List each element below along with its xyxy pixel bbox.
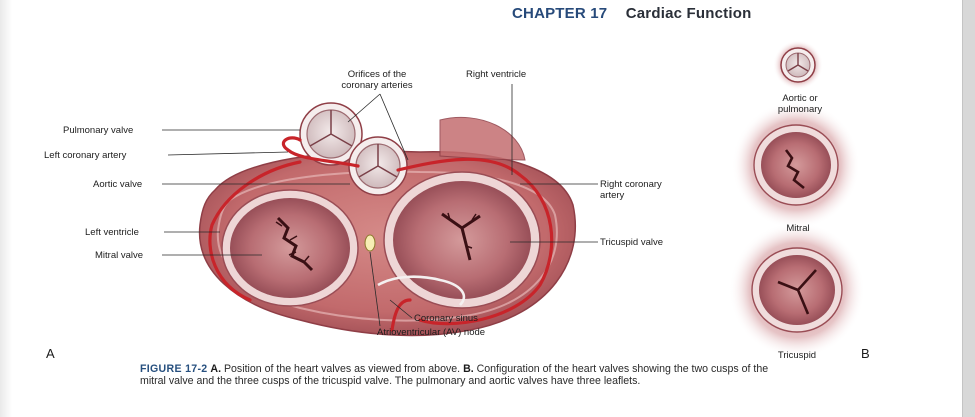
running-header: CHAPTER 17 Cardiac Function [512,5,751,22]
page-gutter-shadow [0,0,12,417]
valve-tricuspid-b [729,222,865,358]
coronary-sinus-vessel [377,275,466,306]
label-right-coronary-line1: Right coronary [600,179,662,190]
av-node [364,234,376,252]
label-tricuspid-b: Tricuspid [777,350,817,361]
label-orifices-coronary: Orifices of the coronary arteries [322,69,432,91]
label-av-node: Atrioventricular (AV) node [377,327,486,338]
caption-text-b: Configuration of the heart valves showin… [140,363,769,387]
tricuspid-valve-a [383,171,541,309]
mitral-valve-a [221,189,359,307]
caption-part-b: B. [463,363,474,375]
page-scroll-edge [962,0,975,417]
aortic-valve-a [348,136,408,196]
label-right-coronary-line2: artery [600,190,625,201]
coronary-arteries [208,136,554,332]
label-aortic-or-pulmonary: Aortic or pulmonary [755,93,845,115]
panel-letter-b: B [861,346,870,361]
label-right-ventricle: Right ventricle [466,69,527,80]
chapter-number: CHAPTER 17 [512,5,608,22]
label-coronary-sinus: Coronary sinus [414,313,478,324]
panel-letter-a: A [46,346,55,361]
label-right-coronary-artery: Right coronary artery [600,179,662,201]
valve-aortic-pulmonary-b [773,40,823,90]
label-mitral-b: Mitral [786,223,810,234]
label-tricuspid-valve: Tricuspid valve [600,237,664,248]
label-left-coronary-artery: Left coronary artery [44,150,127,161]
label-mitral-valve: Mitral valve [95,250,144,261]
pulmonary-valve-a [299,102,363,166]
leader-lines-a [162,84,598,327]
caption-part-a: A. [210,363,222,375]
label-orifices-line1: Orifices of the [347,69,407,80]
valve-mitral-b [732,101,860,229]
label-orifices-line2: coronary arteries [341,80,413,91]
label-left-ventricle: Left ventricle [85,227,139,238]
label-pulmonary-valve: Pulmonary valve [63,125,134,136]
label-aortic-line2: pulmonary [777,104,823,115]
chapter-title: Cardiac Function [625,5,752,22]
label-aortic-valve: Aortic valve [93,179,143,190]
label-aortic-line1: Aortic or [782,93,818,104]
figure-caption: FIGURE 17-2 A. Position of the heart val… [140,363,780,387]
caption-text-a: Position of the heart valves as viewed f… [223,363,461,375]
heart-cross-section [198,102,577,337]
caption-figure-number: FIGURE 17-2 [140,363,208,375]
